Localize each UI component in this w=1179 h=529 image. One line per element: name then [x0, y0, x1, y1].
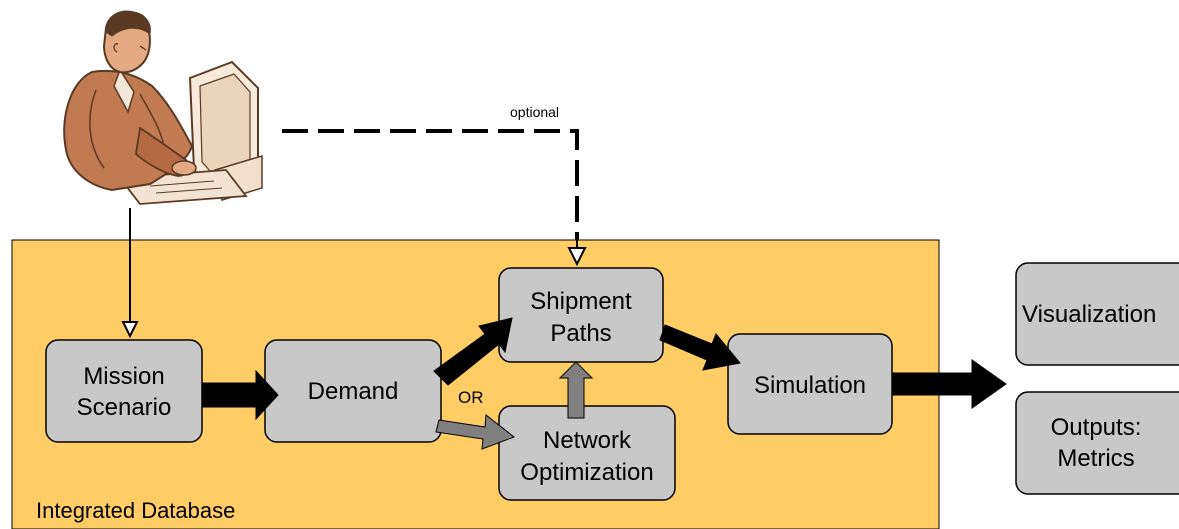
mission-scenario-label-line2: Scenario	[77, 394, 172, 421]
demand-box: Demand	[264, 339, 442, 443]
outputs-metrics-label-line1: Outputs:	[1051, 414, 1142, 441]
arrow-demand-to-network	[435, 414, 516, 450]
network-optimization-label-line2: Optimization	[520, 459, 653, 486]
person-at-computer-icon	[63, 10, 263, 205]
arrow-network-to-shipment	[558, 361, 594, 419]
arrow-shipment-to-simulation	[659, 324, 741, 371]
integrated-database-label: Integrated Database	[36, 498, 235, 523]
demand-label: Demand	[308, 378, 399, 405]
network-optimization-box: Network Optimization	[498, 405, 676, 501]
outputs-metrics-box: Outputs: Metrics	[1015, 391, 1179, 495]
shipment-paths-label-line2: Paths	[550, 320, 611, 347]
simulation-label: Simulation	[754, 372, 866, 399]
arrow-simulation-to-outputs	[891, 359, 1007, 409]
or-label: OR	[458, 388, 484, 407]
outputs-metrics-label-line2: Metrics	[1057, 445, 1134, 472]
visualization-box: Visualization	[1015, 262, 1179, 366]
mission-scenario-label-line1: Mission	[83, 363, 164, 390]
simulation-box: Simulation	[727, 333, 893, 435]
arrow-demand-to-shipment	[433, 317, 513, 386]
mission-scenario-box: Mission Scenario	[45, 339, 203, 443]
shipment-paths-box: Shipment Paths	[498, 267, 664, 363]
optional-arrow	[282, 129, 587, 267]
shipment-paths-label-line1: Shipment	[530, 288, 632, 315]
arrow-user-to-mission	[121, 208, 139, 339]
arrow-mission-to-demand	[201, 369, 279, 421]
visualization-label: Visualization	[1022, 301, 1156, 328]
network-optimization-label-line1: Network	[543, 427, 632, 454]
optional-label: optional	[510, 104, 559, 120]
